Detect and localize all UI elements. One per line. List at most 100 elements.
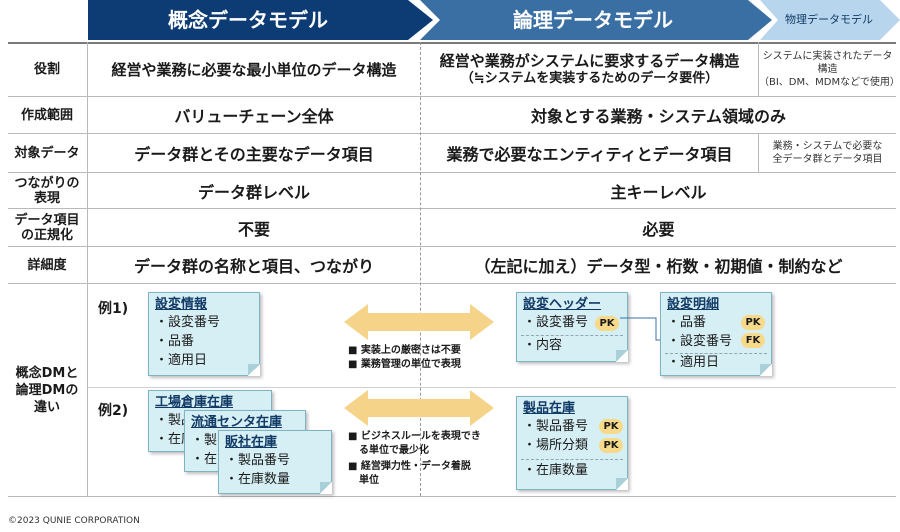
double-arrow-icon [344, 304, 494, 340]
target-physical-line2: 全データ群とデータ項目 [772, 154, 883, 165]
header-physical: 物理データモデル [760, 0, 900, 40]
chevron-shape [760, 0, 900, 40]
example2-note: 単位 [359, 475, 379, 486]
logical-card-design-change-header: 設変ヘッダー ・設変番号 ・内容 PK [516, 292, 628, 362]
normalization-logical: 必要 [642, 219, 675, 239]
card-item: ・製 [191, 433, 218, 448]
logical-card-product-stock: 製品在庫 ・製品番号 ・場所分類 ・在庫数量 PK PK [516, 396, 628, 490]
key-separator [521, 459, 623, 460]
row-divider [8, 283, 896, 284]
row-label-scope: 作成範囲 [20, 107, 73, 123]
key-separator [521, 335, 623, 336]
card-item: ・設変番号 [667, 334, 733, 349]
diff-label-line3: 違い [33, 399, 60, 415]
card-item: ・適用日 [155, 353, 208, 368]
row-divider [8, 96, 896, 97]
row-divider [8, 496, 896, 497]
card-title: 製品在庫 [523, 401, 576, 416]
example2-label: 例2) [98, 403, 129, 419]
detail-logical: （左記に加え）データ型・桁数・初期値・制約など [474, 257, 843, 276]
example1-label: 例1) [98, 301, 129, 317]
header-conceptual-label: 概念データモデル [168, 8, 328, 32]
card-item: ・在庫数量 [523, 463, 589, 478]
chevron-shape [420, 0, 772, 40]
card-title: 工場倉庫在庫 [155, 395, 234, 410]
col-divider [420, 42, 421, 496]
role-logical-sub: （≒システムを実装するためのデータ要件） [460, 70, 719, 86]
col-divider [758, 42, 759, 96]
card-title: 設変情報 [155, 297, 208, 312]
key-separator [665, 353, 767, 354]
row-divider [88, 387, 896, 388]
detail-conceptual: データ群の名称と項目、つながり [133, 257, 374, 276]
fk-badge: FK [741, 333, 765, 348]
card-title: 流通センタ在庫 [191, 415, 283, 430]
card-item: ・在庫数量 [225, 472, 291, 487]
row-divider [8, 172, 896, 173]
role-physical-line1: システムに実装されたデータ構造 [762, 51, 893, 75]
row-label-normalization-line2: の正規化 [20, 227, 73, 243]
pk-badge: PK [599, 419, 623, 434]
logical-card-design-change-detail: 設変明細 ・品番 ・設変番号 ・適用日 PK FK [660, 292, 772, 376]
header-conceptual: 概念データモデル [88, 0, 433, 40]
card-item: ・適用日 [667, 355, 720, 370]
folded-corner [248, 364, 260, 376]
header-logical: 論理データモデル [420, 0, 772, 40]
card-item: ・在 [191, 452, 218, 467]
role-physical-line2: （BI、DM、MDMなどで使用） [759, 77, 900, 88]
card-item: ・内容 [523, 338, 563, 353]
col-divider [87, 42, 88, 496]
role-logical-main: 経営や業務がシステムに要求するデータ構造 [439, 51, 740, 70]
row-divider [8, 208, 896, 209]
concept-card-design-change: 設変情報 ・設変番号 ・品番 ・適用日 [148, 292, 260, 376]
row-label-detail: 詳細度 [27, 257, 67, 273]
card-item: ・場所分類 [523, 438, 589, 453]
card-item: ・設変番号 [155, 315, 221, 330]
concept-card-sales-stock: 販社在庫 ・製品番号 ・在庫数量 [218, 430, 332, 494]
folded-corner [616, 478, 628, 490]
row-label-target-data: 対象データ [14, 145, 80, 161]
row-label-role: 役割 [33, 62, 60, 77]
card-item: ・品番 [155, 334, 195, 349]
target-physical: 業務・システムで必要な 全データ群とデータ項目 [759, 134, 896, 172]
diff-label-line1: 概念DMと [15, 365, 79, 381]
header-logical-label: 論理データモデル [513, 8, 673, 32]
pk-badge: PK [741, 315, 765, 330]
example2-note: ■ ビジネスルールを表現でき [348, 431, 481, 442]
scope-conceptual: バリューチェーン全体 [174, 107, 334, 126]
connection-conceptual: データ群レベル [197, 182, 310, 202]
normalization-conceptual: 不要 [237, 219, 270, 239]
target-logical: 業務で必要なエンティティとデータ項目 [446, 145, 733, 164]
card-title: 設変ヘッダー [523, 297, 602, 312]
target-physical-line1: 業務・システムで必要な [772, 141, 883, 152]
card-item: ・品番 [667, 315, 707, 330]
row-divider [8, 133, 896, 134]
folded-corner [320, 482, 332, 494]
header-physical-label: 物理データモデル [785, 13, 873, 26]
diff-label-line2: 論理DMの [15, 382, 79, 398]
role-logical: 経営や業務がシステムに要求するデータ構造 （≒システムを実装するためのデータ要件… [421, 43, 758, 96]
row-label-connection: つながりの 表現 [8, 173, 86, 208]
row-label-connection-line1: つながりの [14, 175, 80, 191]
row-divider [8, 42, 896, 44]
pk-badge: PK [599, 438, 623, 453]
row-label-normalization-line1: データ項目 [14, 212, 80, 228]
example2-note: る単位で最少化 [359, 445, 429, 456]
card-title: 設変明細 [667, 297, 720, 312]
role-conceptual: 経営や業務に必要な最小単位のデータ構造 [111, 61, 397, 79]
col-divider [758, 133, 759, 172]
card-title: 販社在庫 [225, 435, 278, 450]
copyright: ©2023 QUNIE CORPORATION [8, 516, 140, 526]
row-label-normalization: データ項目 の正規化 [8, 209, 86, 246]
card-item: ・設変番号 [523, 315, 589, 330]
scope-logical: 対象とする業務・システム領域のみ [530, 107, 787, 126]
target-conceptual: データ群とその主要なデータ項目 [134, 145, 374, 164]
example1-note: ■ 業務管理の単位で表現 [348, 359, 461, 370]
card-item: ・製品番号 [225, 453, 291, 468]
chevron-shape [88, 0, 433, 40]
connection-logical: 主キーレベル [610, 182, 707, 202]
example1-note: ■ 実装上の厳密さは不要 [348, 345, 461, 356]
pk-badge: PK [595, 316, 619, 331]
row-label-connection-line2: 表現 [33, 190, 60, 206]
folded-corner [616, 350, 628, 362]
